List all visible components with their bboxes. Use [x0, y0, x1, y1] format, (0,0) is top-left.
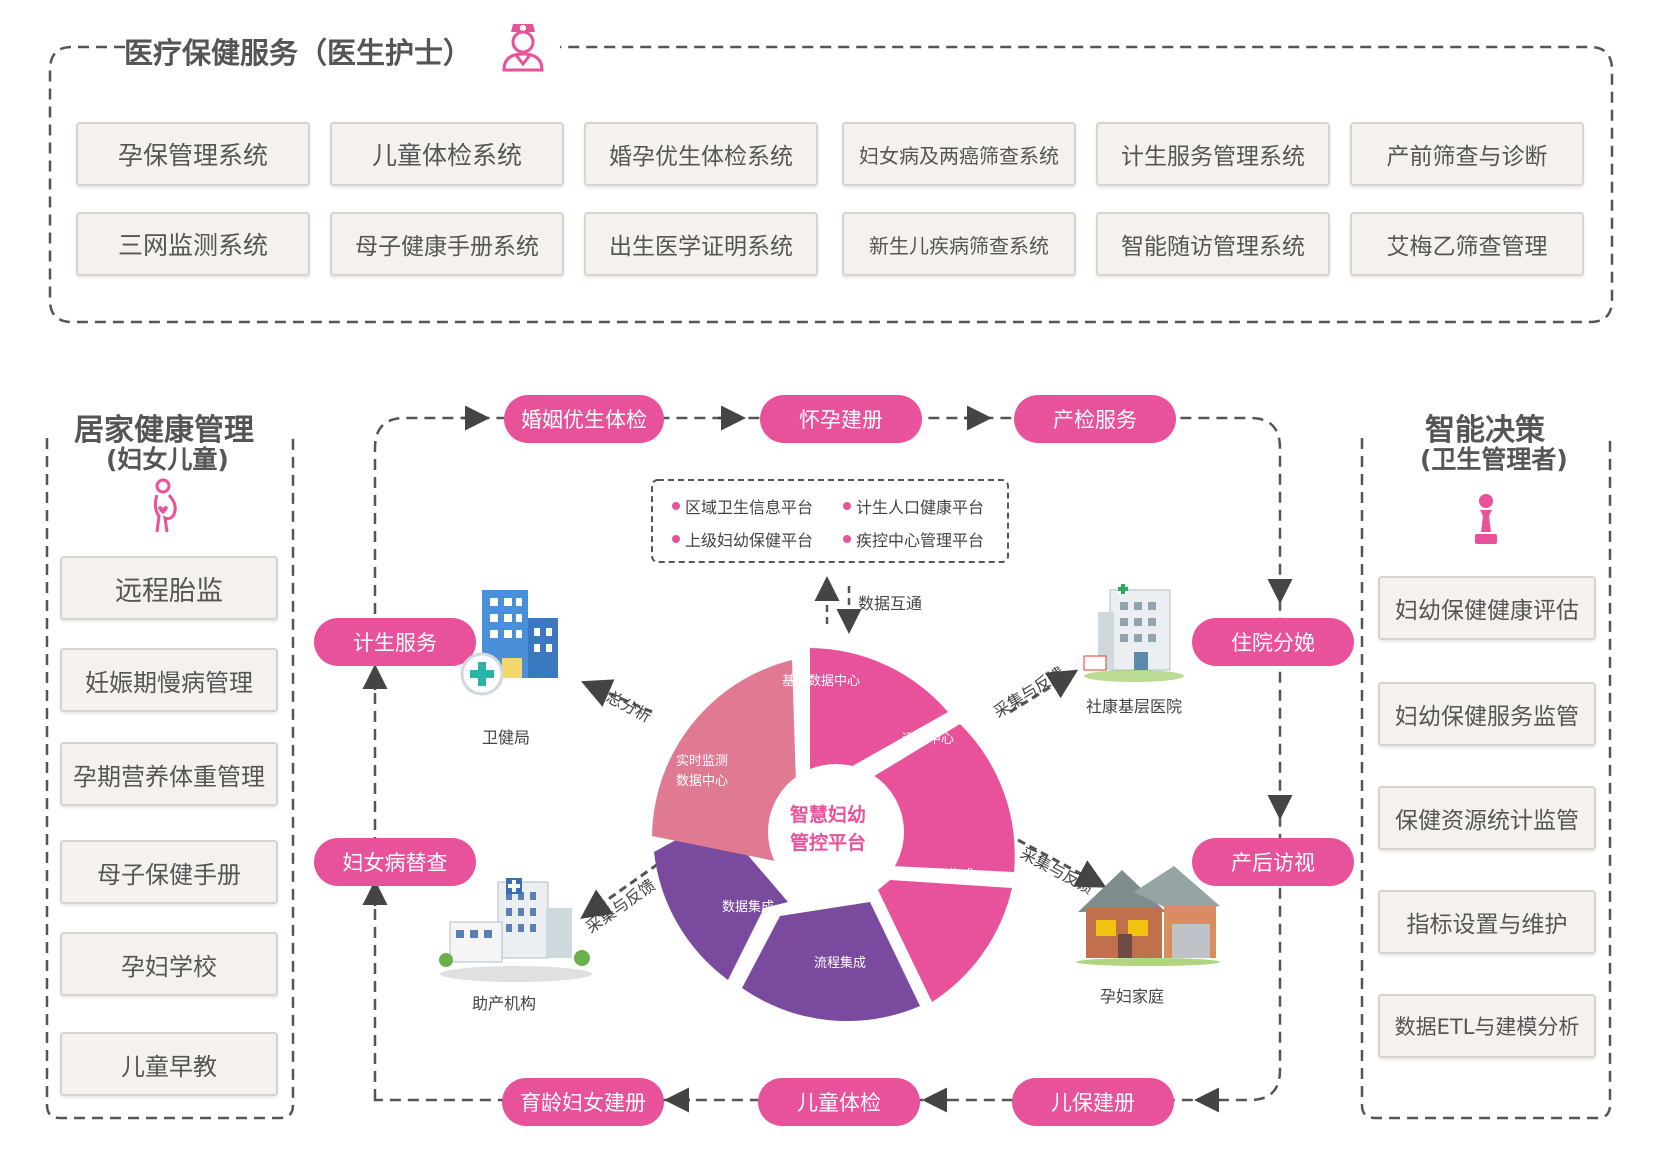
cycle-pill-pregnancy-register[interactable]: 怀孕建册 [760, 395, 922, 443]
chess-pawn-icon [1475, 494, 1497, 544]
right-item-5[interactable]: 数据ETL与建模分析 [1378, 994, 1596, 1058]
top-system-7[interactable]: 三网监测系统 [76, 212, 310, 276]
wheel-center-line1: 智慧妇幼 [790, 804, 867, 826]
top-system-9[interactable]: 出生医学证明系统 [584, 212, 818, 276]
left-item-5[interactable]: 孕妇学校 [60, 932, 278, 996]
bullet-icon [672, 535, 680, 543]
wheel-segment-monitor-line2: 数据中心 [676, 774, 729, 789]
nurse-icon [502, 24, 544, 72]
midwifery-institution-label: 助产机构 [472, 994, 537, 1013]
top-system-8[interactable]: 母子健康手册系统 [330, 212, 564, 276]
top-system-11[interactable]: 智能随访管理系统 [1096, 212, 1330, 276]
cycle-pill-family-planning[interactable]: 计生服务 [314, 618, 476, 666]
right-item-2[interactable]: 妇幼保健服务监管 [1378, 682, 1596, 746]
wheel-segment-operation: 运营中心 [902, 732, 955, 747]
top-title: 医疗保健服务（医生护士） [124, 36, 473, 70]
right-item-3[interactable]: 保健资源统计监管 [1378, 786, 1596, 850]
left-title: 居家健康管理 [74, 413, 254, 448]
pregnant-woman-icon [153, 478, 177, 533]
left-item-4[interactable]: 母子保健手册 [60, 840, 278, 904]
family-house-icon [1076, 866, 1220, 966]
left-frame [45, 438, 295, 1120]
cycle-pill-women-disease-screening[interactable]: 妇女病替查 [314, 838, 476, 886]
bullet-icon [843, 535, 851, 543]
cycle-pill-marriage-checkup[interactable]: 婚姻优生体检 [504, 395, 664, 443]
cycle-pill-child-checkup[interactable]: 儿童体检 [758, 1078, 920, 1126]
wheel-segment-app-integration: 应用集成 [922, 868, 975, 883]
top-system-1[interactable]: 孕保管理系统 [76, 122, 310, 186]
health-bureau-label: 卫健局 [482, 728, 531, 747]
top-system-3[interactable]: 婚孕优生体检系统 [584, 122, 818, 186]
top-system-10[interactable]: 新生儿疾病筛查系统 [842, 212, 1076, 276]
platform-wheel [652, 648, 1015, 1022]
community-hospital-icon [1083, 584, 1184, 682]
top-system-2[interactable]: 儿童体检系统 [330, 122, 564, 186]
right-item-1[interactable]: 妇幼保健健康评估 [1378, 576, 1596, 640]
left-subtitle: (妇女儿童) [106, 445, 229, 474]
platform-3: 上级妇幼保健平台 [672, 527, 813, 551]
platform-1: 区域卫生信息平台 [672, 494, 813, 518]
left-item-6[interactable]: 儿童早教 [60, 1032, 278, 1096]
wheel-segment-process-integration: 流程集成 [814, 956, 867, 971]
left-item-3[interactable]: 孕期营养体重管理 [60, 742, 278, 806]
wheel-segment-monitor-line1: 实时监测 [676, 754, 729, 769]
right-subtitle: (卫生管理者) [1420, 445, 1568, 474]
cycle-pill-child-register[interactable]: 儿保建册 [1012, 1078, 1174, 1126]
cycle-pill-postpartum-visit[interactable]: 产后访视 [1192, 838, 1354, 886]
wheel-segment-basic-data: 基础数据中心 [782, 674, 861, 689]
cycle-pill-hospital-delivery[interactable]: 住院分娩 [1192, 618, 1354, 666]
community-hospital-label: 社康基层医院 [1086, 697, 1183, 716]
wheel-center-line2: 管控平台 [790, 832, 867, 854]
top-system-6[interactable]: 产前筛查与诊断 [1350, 122, 1584, 186]
cycle-pill-prenatal-service[interactable]: 产检服务 [1014, 395, 1176, 443]
left-item-2[interactable]: 妊娠期慢病管理 [60, 648, 278, 712]
right-frame [1360, 438, 1612, 1120]
wheel-segment-data-integration: 数据集成 [722, 900, 775, 915]
cycle-pill-women-register[interactable]: 育龄妇女建册 [502, 1078, 664, 1126]
platform-4: 疾控中心管理平台 [843, 527, 984, 551]
data-exchange-label: 数据互通 [858, 594, 923, 613]
platform-2: 计生人口健康平台 [843, 494, 984, 518]
bullet-icon [672, 502, 680, 510]
midwifery-institution-icon [439, 878, 592, 982]
health-bureau-icon [460, 590, 558, 696]
right-title: 智能决策 [1425, 413, 1545, 448]
top-system-4[interactable]: 妇女病及两癌筛查系统 [842, 122, 1076, 186]
top-frame [48, 45, 1614, 324]
bullet-icon [843, 502, 851, 510]
platforms-frame [651, 479, 1009, 563]
family-house-label: 孕妇家庭 [1100, 987, 1165, 1006]
top-system-5[interactable]: 计生服务管理系统 [1096, 122, 1330, 186]
top-system-12[interactable]: 艾梅乙筛查管理 [1350, 212, 1584, 276]
left-item-1[interactable]: 远程胎监 [60, 556, 278, 620]
right-item-4[interactable]: 指标设置与维护 [1378, 890, 1596, 954]
